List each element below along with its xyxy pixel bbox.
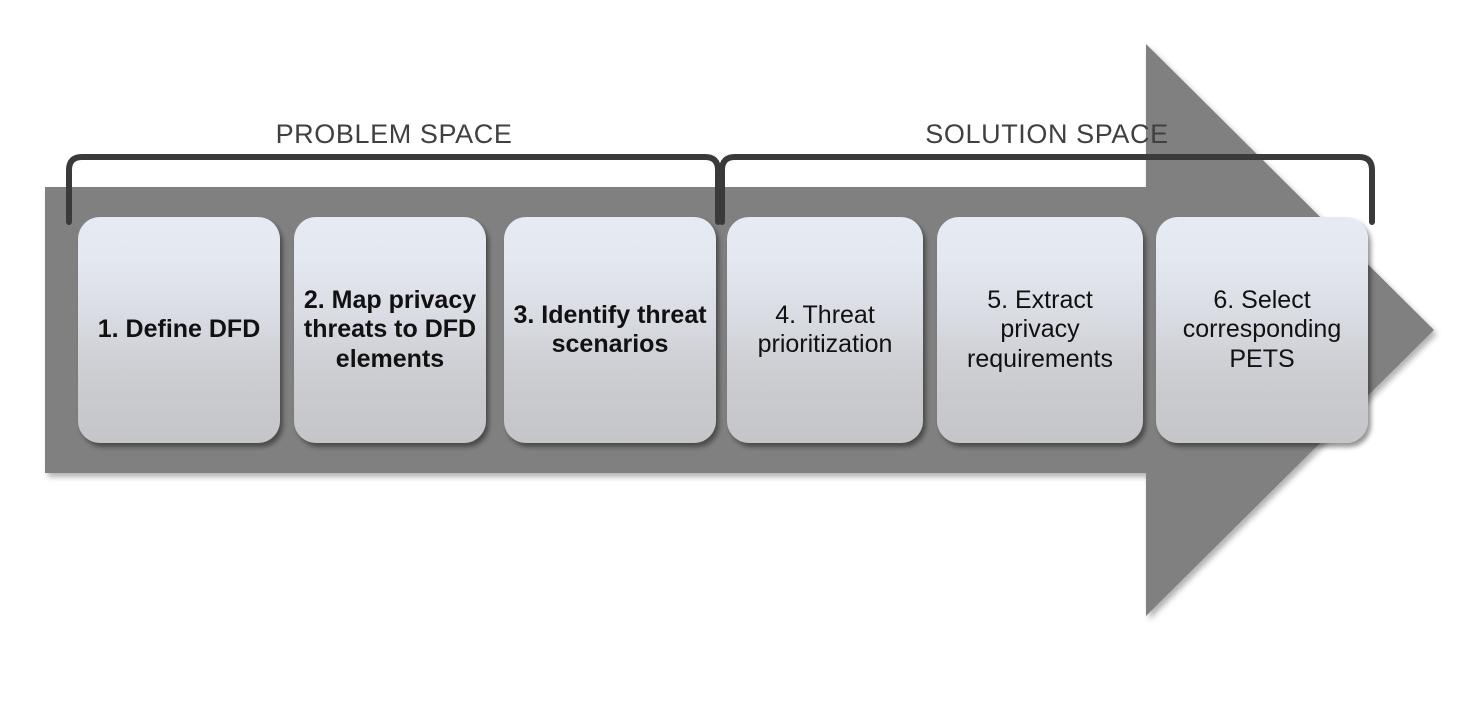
step-box-6[interactable]: 6. Select corresponding PETS	[1156, 217, 1368, 443]
brace-problem-space	[66, 154, 721, 225]
step-label-1: 1. Define DFD	[97, 315, 261, 344]
step-box-4[interactable]: 4. Threat prioritization	[727, 217, 923, 443]
step-label-6: 6. Select corresponding PETS	[1182, 285, 1342, 373]
step-label-4: 4. Threat prioritization	[757, 300, 893, 359]
step-label-2: 2. Map privacy threats to DFD elements	[303, 285, 477, 373]
phase-label-solution-space: SOLUTION SPACE	[925, 119, 1169, 149]
step-box-2[interactable]: 2. Map privacy threats to DFD elements	[294, 217, 486, 443]
step-box-3[interactable]: 3. Identify threat scenarios	[504, 217, 716, 443]
step-label-3: 3. Identify threat scenarios	[513, 300, 707, 359]
brace-solution-space	[719, 154, 1375, 225]
phase-label-problem-space: PROBLEM SPACE	[275, 119, 513, 149]
step-label-5: 5. Extract privacy requirements	[967, 285, 1113, 373]
step-box-1[interactable]: 1. Define DFD	[78, 217, 280, 443]
step-box-5[interactable]: 5. Extract privacy requirements	[937, 217, 1143, 443]
